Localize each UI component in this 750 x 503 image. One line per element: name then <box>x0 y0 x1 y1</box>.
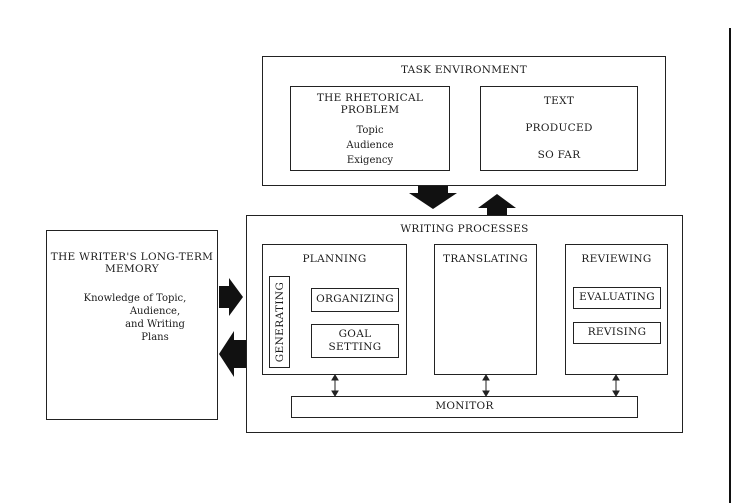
planning-monitor-arrowhead-bottom <box>331 390 339 397</box>
left-arrow <box>219 331 246 377</box>
organizing-box <box>311 288 399 312</box>
translating-box <box>434 244 537 375</box>
reviewing-box <box>565 244 668 375</box>
up-arrow <box>478 194 516 215</box>
revising-box <box>573 322 661 344</box>
rhetorical-problem-title-line1: THE RHETORICAL <box>316 92 424 104</box>
planning-title: PLANNING <box>302 253 367 265</box>
long-term-memory-body-line4: Plans <box>141 332 169 343</box>
reviewing-monitor-arrowhead-top <box>612 374 620 381</box>
goal-setting-line2: SETTING <box>328 341 382 353</box>
evaluating-box <box>573 287 661 309</box>
translating-monitor-arrowhead-bottom <box>482 390 490 397</box>
page-edge-rule <box>729 28 731 503</box>
task-environment-title: TASK ENVIRONMENT <box>400 64 528 76</box>
long-term-memory-body-line3: and Writing <box>125 319 185 330</box>
translating-monitor-arrowhead-top <box>482 374 490 381</box>
text-produced-line1: TEXT <box>543 95 575 107</box>
translating-title: TRANSLATING <box>443 253 528 265</box>
rhetorical-item-audience: Audience <box>346 140 394 151</box>
long-term-memory-body-line2: Audience, <box>129 306 181 317</box>
monitor-box <box>291 396 638 418</box>
right-arrow <box>219 278 243 316</box>
rhetorical-problem-title-line2: PROBLEM <box>340 104 400 116</box>
writing-processes-title: WRITING PROCESSES <box>400 223 529 235</box>
rhetorical-item-topic: Topic <box>356 125 384 136</box>
rhetorical-item-exigency: Exigency <box>346 155 394 166</box>
long-term-memory-title-line2: MEMORY <box>104 263 160 275</box>
text-produced-line2: PRODUCED <box>525 122 593 134</box>
down-arrow <box>409 186 457 209</box>
reviewing-monitor-arrowhead-bottom <box>612 390 620 397</box>
revising-label: REVISING <box>587 326 647 338</box>
reviewing-title: REVIEWING <box>581 253 652 265</box>
rhetorical-problem-box <box>290 86 450 171</box>
goal-setting-box <box>311 324 399 358</box>
long-term-memory-box <box>46 230 218 420</box>
long-term-memory-title-line1: THE WRITER'S LONG-TERM <box>50 251 214 263</box>
organizing-label: ORGANIZING <box>316 293 394 305</box>
planning-monitor-arrowhead-top <box>331 374 339 381</box>
generating-box <box>269 276 290 368</box>
evaluating-label: EVALUATING <box>579 291 655 303</box>
text-produced-box <box>480 86 638 171</box>
goal-setting-line1: GOAL <box>338 328 372 340</box>
text-produced-line3: SO FAR <box>537 149 581 161</box>
long-term-memory-body-line1: Knowledge of Topic, <box>83 293 187 304</box>
monitor-label: MONITOR <box>435 400 494 412</box>
